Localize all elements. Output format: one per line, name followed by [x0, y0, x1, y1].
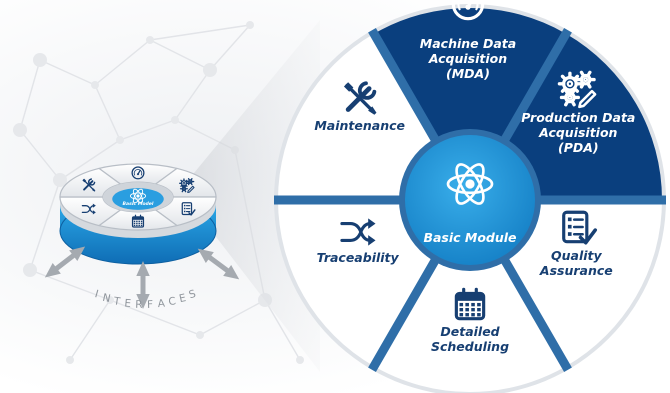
interfaces-letter: C: [168, 295, 178, 308]
tools-icon: [343, 81, 377, 115]
network-node: [171, 116, 179, 124]
checklist-icon: [562, 210, 598, 245]
interfaces-letter: A: [157, 297, 166, 310]
segment-label-traceability: Traceability: [317, 250, 400, 265]
network-line: [149, 39, 211, 71]
network-node: [23, 263, 37, 277]
gauge-icon: [131, 166, 145, 180]
interfaces-letter: T: [112, 295, 122, 308]
interface-arrow: [136, 261, 150, 309]
interfaces-letter: E: [178, 292, 188, 305]
segment-divider: [498, 254, 572, 372]
segment-label-line: Acquisition: [538, 125, 617, 140]
segment-label-line: Production Data: [521, 110, 635, 125]
network-line: [29, 179, 61, 271]
atom-icon: [129, 188, 147, 204]
network-line: [119, 119, 176, 141]
gears-icon: [179, 178, 195, 194]
network-node: [106, 296, 114, 304]
atom-icon: [446, 163, 494, 205]
calendar-icon: [131, 214, 145, 228]
segment-label-line: Traceability: [317, 250, 400, 265]
network-node: [203, 63, 217, 77]
network-line: [39, 59, 96, 86]
network-line: [29, 269, 111, 301]
segment-label-line: Scheduling: [431, 339, 509, 354]
network-node: [13, 123, 27, 137]
calendar-icon: [454, 287, 486, 321]
segment-divider: [368, 254, 442, 372]
segment-label-line: Detailed: [440, 324, 500, 339]
network-node: [246, 21, 254, 29]
shuffle-icon: [81, 203, 96, 215]
network-line: [94, 39, 151, 86]
segment-label-line: Acquisition: [428, 51, 507, 66]
segment-label-line: (PDA): [558, 140, 599, 155]
interfaces-letter: N: [101, 292, 112, 306]
projection-fan: [180, 20, 320, 372]
network-node: [146, 36, 154, 44]
mini-hub-label: Basic Model: [123, 201, 154, 207]
network-line: [59, 139, 121, 181]
hub-label: Basic Module: [423, 230, 516, 245]
network-node: [91, 81, 99, 89]
segment-label-maintenance: Maintenance: [314, 118, 405, 133]
network-line: [149, 24, 251, 41]
segment-label-line: Assurance: [539, 263, 613, 278]
network-node: [296, 356, 304, 364]
network-line: [19, 129, 61, 181]
segment-divider: [368, 28, 442, 146]
interfaces-letter: R: [135, 299, 144, 311]
segment-label-line: Machine Data: [420, 36, 516, 51]
interfaces-letter: F: [147, 299, 154, 311]
tools-icon: [82, 178, 96, 192]
network-line: [209, 24, 251, 71]
network-line: [174, 69, 211, 121]
network-node: [116, 136, 124, 144]
network-line: [19, 59, 41, 131]
segment-label-line: Maintenance: [314, 118, 405, 133]
segment-label-line: Quality: [551, 248, 603, 263]
network-line: [109, 299, 201, 336]
interfaces-letter: S: [188, 288, 199, 302]
network-node: [53, 173, 67, 187]
shuffle-icon: [340, 218, 376, 246]
gauge-icon: [451, 0, 485, 21]
network-line: [199, 299, 266, 336]
mini-module-model: Basic Model: [44, 163, 240, 309]
interfaces-letter: E: [124, 297, 133, 310]
network-node: [196, 331, 204, 339]
interfaces-letter: I: [93, 288, 100, 301]
segment-label-line: (MDA): [446, 66, 490, 81]
gears-icon: [557, 70, 597, 109]
network-node: [66, 356, 74, 364]
network-line: [69, 299, 111, 361]
network-node: [33, 53, 47, 67]
network-line: [94, 84, 121, 141]
segment-divider: [498, 28, 572, 146]
interface-arrow: [197, 248, 240, 280]
interface-arrow: [44, 246, 86, 278]
network-line: [264, 299, 301, 361]
checklist-icon: [181, 202, 196, 216]
